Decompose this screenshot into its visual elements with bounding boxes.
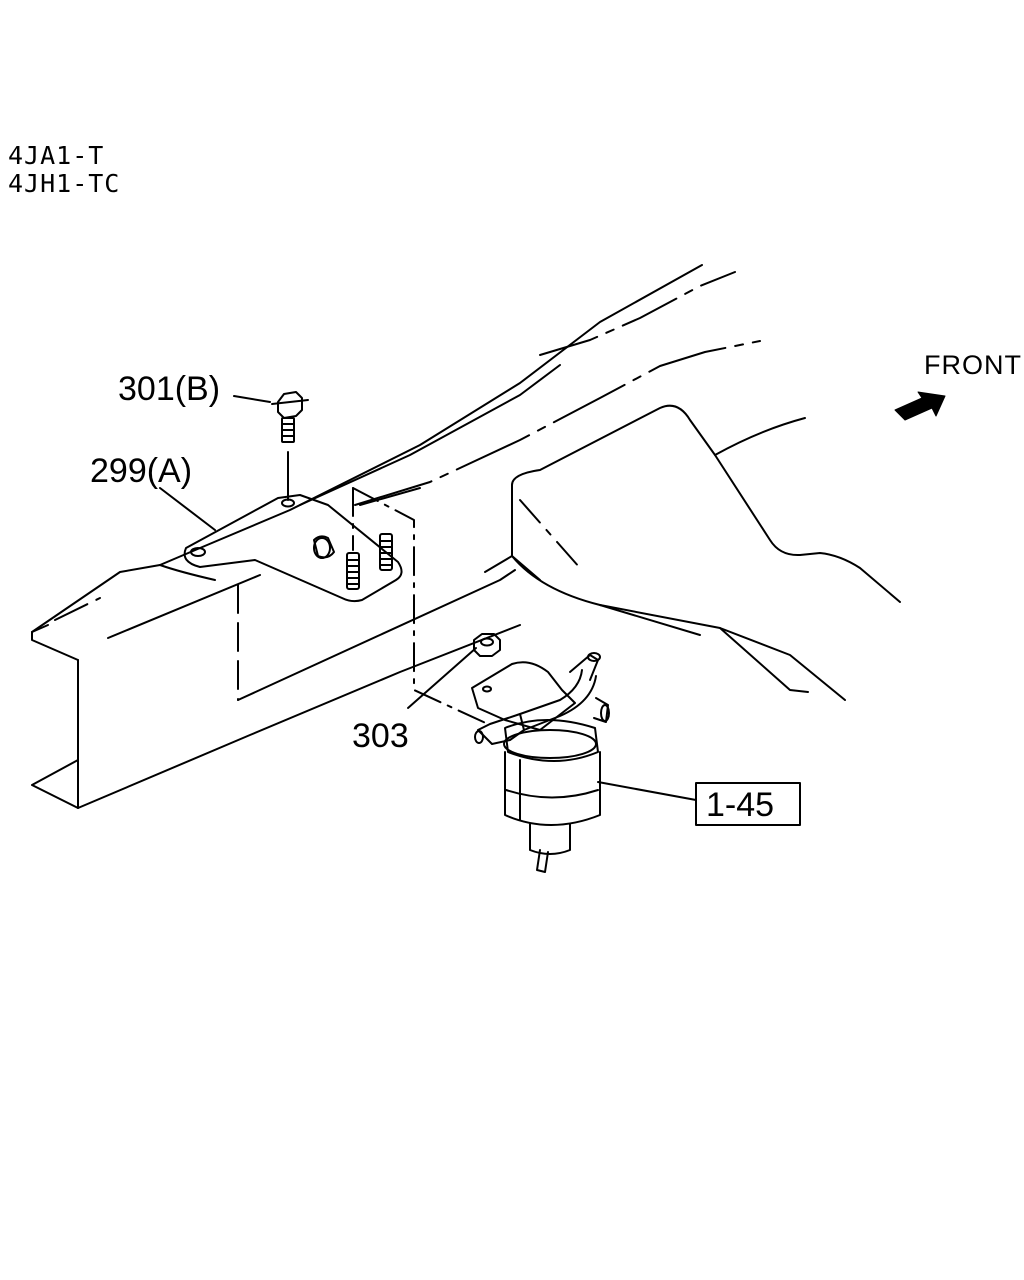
body-outline (199, 264, 761, 549)
engine-code: 4JA1-T (8, 141, 105, 170)
bolt-301 (271, 391, 309, 501)
filter-reference-box: 1-45 (695, 782, 801, 826)
frame-rail (31, 547, 521, 809)
floor-tunnel (484, 404, 901, 701)
filter-reference-label: 1-45 (706, 786, 774, 824)
callout-bolt-label: 301(B) (118, 370, 220, 408)
nut-303 (473, 633, 501, 657)
callout-bracket-label: 299(A) (90, 452, 192, 490)
stud-bolts (346, 533, 393, 590)
reference-lines (352, 487, 491, 726)
front-direction-label: FRONT (924, 350, 1022, 380)
callout-nut-label: 303 (352, 717, 409, 755)
fuel-filter (471, 652, 610, 873)
engine-code: 4JH1-TC (8, 169, 121, 198)
engine-code-list: 4JA1-T 4JH1-TC (8, 142, 120, 198)
leader-lines (159, 395, 697, 801)
bracket-299 (183, 494, 403, 603)
front-arrow-icon (894, 391, 946, 421)
